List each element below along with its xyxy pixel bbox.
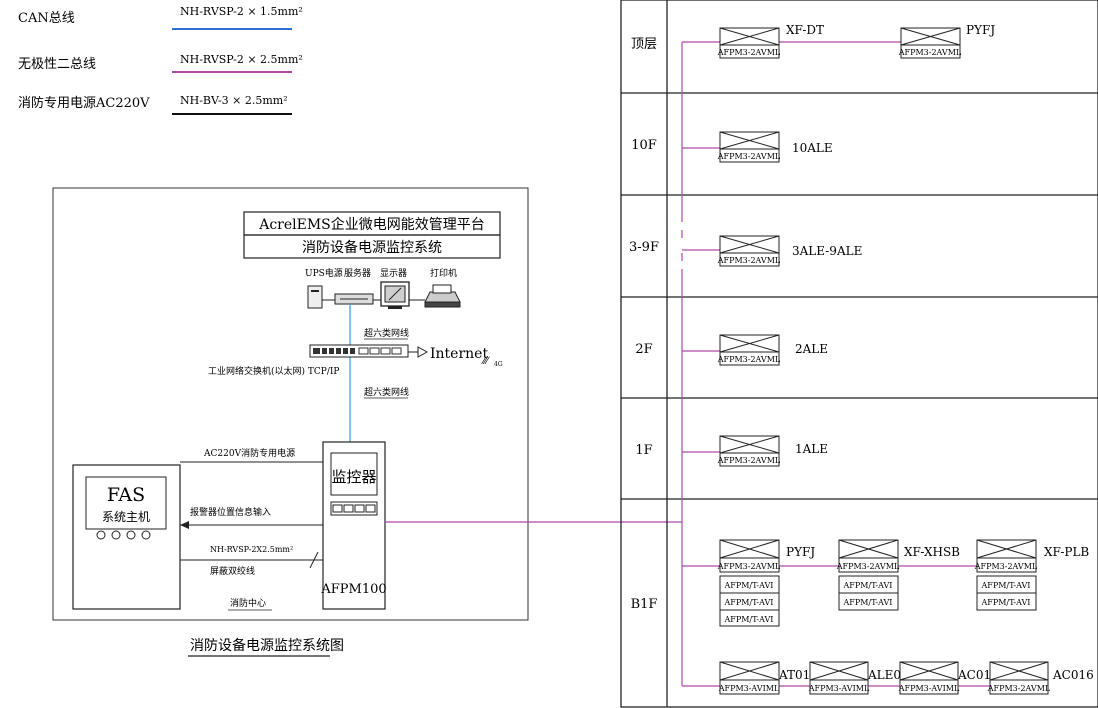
server-label: 服务器 <box>344 267 371 279</box>
device-name: XF-PLB <box>1044 545 1089 559</box>
b1f-bottom-4: AFPM3-2AVML <box>987 661 1051 695</box>
sub-module: AFPM/T-AVI <box>724 615 774 624</box>
sub-module: AFPM/T-AVI <box>981 598 1031 607</box>
monitor-unit-screen <box>330 452 378 496</box>
system-title: 消防设备电源监控系统 <box>302 239 442 256</box>
platform-title: AcrelEMS企业微电网能效管理平台 <box>258 216 485 233</box>
floor-label-3-9f: 3-9F <box>629 240 659 255</box>
device-name: AC015 <box>957 668 999 682</box>
legend-label-power: 消防专用电源AC220V <box>18 95 150 111</box>
legend-spec-can: NH-RVSP-2 × 1.5mm² <box>180 5 303 18</box>
device-model: AFPM3-2AVML <box>974 562 1038 571</box>
b1f-group-3: AFPM3-2AVML AFPM/T-AVI AFPM/T-AVI <box>974 539 1038 611</box>
b1f-bottom-3: AFPM3-AVIML <box>898 661 960 695</box>
shielded-cable-type: 屏蔽双绞线 <box>210 565 255 577</box>
device-model: AFPM3-2AVML <box>717 355 781 364</box>
b1f-bottom-2: AFPM3-AVIML <box>808 661 870 695</box>
alarm-input-label: 报警器位置信息输入 <box>190 506 271 518</box>
b1f-group-1: AFPM3-2AVML AFPM/T-AVI AFPM/T-AVI AFPM/T… <box>717 539 781 627</box>
printer-label: 打印机 <box>430 267 457 279</box>
device-10f: AFPM3-2AVML <box>717 131 781 163</box>
printer-icon <box>424 284 461 308</box>
monitor-label: 显示器 <box>380 268 407 279</box>
device-top-1: AFPM3-2AVML <box>717 27 781 59</box>
floor-label-top: 顶层 <box>631 37 657 52</box>
fas-indicator-lights <box>96 530 151 540</box>
device-model: AFPM3-2AVML <box>717 48 781 57</box>
legend-label-can: CAN总线 <box>18 11 75 26</box>
control-center-frame <box>52 187 529 621</box>
internet-label: Internet <box>430 346 488 362</box>
device-name: 2ALE <box>795 342 828 356</box>
switch-icon <box>309 344 409 358</box>
device-model: AFPM3-AVIML <box>898 684 960 693</box>
floor-label-1f: 1F <box>635 443 652 458</box>
floor-label-10f: 10F <box>631 138 657 153</box>
device-name: ALE01 <box>867 668 909 682</box>
internet-arrow-icon <box>417 346 429 358</box>
monitor-unit-model: AFPM100 <box>320 582 386 597</box>
b1f-group-2: AFPM3-2AVML AFPM/T-AVI AFPM/T-AVI <box>836 539 900 611</box>
device-model: AFPM3-2AVML <box>717 456 781 465</box>
fas-title: FAS <box>107 484 145 506</box>
device-model: AFPM3-2AVML <box>898 48 962 57</box>
device-name: 1ALE <box>795 442 828 456</box>
device-top-2: AFPM3-2AVML <box>898 27 962 59</box>
legend: CAN总线 NH-RVSP-2 × 1.5mm² 无极性二总线 NH-RVSP-… <box>18 5 303 115</box>
device-name: XF-XHSB <box>904 545 960 559</box>
b1f-bottom-1: AFPM3-AVIML <box>718 661 780 695</box>
shielded-cable-spec: NH-RVSP-2X2.5mm² <box>210 545 293 554</box>
shielded-cable-mark <box>309 551 319 569</box>
diagram-caption: 消防设备电源监控系统图 <box>190 637 344 654</box>
sub-module: AFPM/T-AVI <box>843 581 893 590</box>
center-label: 消防中心 <box>230 597 266 609</box>
server-icon <box>334 293 374 305</box>
legend-label-bus: 无极性二总线 <box>18 57 96 72</box>
monitor-icon <box>380 281 410 309</box>
fas-subtitle: 系统主机 <box>102 510 150 524</box>
device-model: AFPM3-2AVML <box>717 152 781 161</box>
wireless-icon: ⁄⁄⁄ <box>481 356 490 367</box>
switch-label: 工业网络交换机(以太网) TCP/IP <box>208 365 339 377</box>
sub-module: AFPM/T-AVI <box>724 598 774 607</box>
device-model: AFPM3-2AVML <box>987 684 1051 693</box>
fas-panel <box>85 476 167 530</box>
riser-bus <box>681 41 990 687</box>
floor-label-b1f: B1F <box>631 597 658 612</box>
ups-icon <box>307 285 323 309</box>
alarm-input-arrow-icon <box>180 521 189 529</box>
sub-module: AFPM/T-AVI <box>981 581 1031 590</box>
sub-module: AFPM/T-AVI <box>724 581 774 590</box>
monitor-unit-label: 监控器 <box>331 468 376 486</box>
wireless-4g-label: 4G <box>494 361 503 368</box>
fas-frame <box>72 464 181 610</box>
device-model: AFPM3-2AVML <box>717 562 781 571</box>
device-2f: AFPM3-2AVML <box>717 334 781 366</box>
device-name: AC016 <box>1052 668 1094 682</box>
cable-label-1: 超六类网线 <box>364 327 409 339</box>
power-label: AC220V消防专用电源 <box>203 447 295 459</box>
device-model: AFPM3-2AVML <box>836 562 900 571</box>
sub-module: AFPM/T-AVI <box>843 598 893 607</box>
device-model: AFPM3-AVIML <box>718 684 780 693</box>
device-model: AFPM3-2AVML <box>717 256 781 265</box>
device-name: XF-DT <box>786 23 824 37</box>
system-title-box <box>243 234 501 259</box>
device-name: AT011 <box>778 668 818 682</box>
cable-label-2: 超六类网线 <box>364 386 409 398</box>
device-model: AFPM3-AVIML <box>808 684 870 693</box>
monitor-unit-keypad <box>330 501 378 516</box>
device-name: PYFJ <box>966 23 995 37</box>
legend-spec-bus: NH-RVSP-2 × 2.5mm² <box>180 53 303 66</box>
floor-label-2f: 2F <box>635 342 652 357</box>
device-1f: AFPM3-2AVML <box>717 435 781 467</box>
device-name: 3ALE-9ALE <box>792 244 862 258</box>
device-name: 10ALE <box>792 141 833 155</box>
device-3-9f: AFPM3-2AVML <box>717 235 781 267</box>
device-name: PYFJ <box>786 545 815 559</box>
floor-table <box>620 0 1098 708</box>
ups-label: UPS电源 <box>305 267 343 279</box>
legend-spec-power: NH-BV-3 × 2.5mm² <box>180 94 288 107</box>
